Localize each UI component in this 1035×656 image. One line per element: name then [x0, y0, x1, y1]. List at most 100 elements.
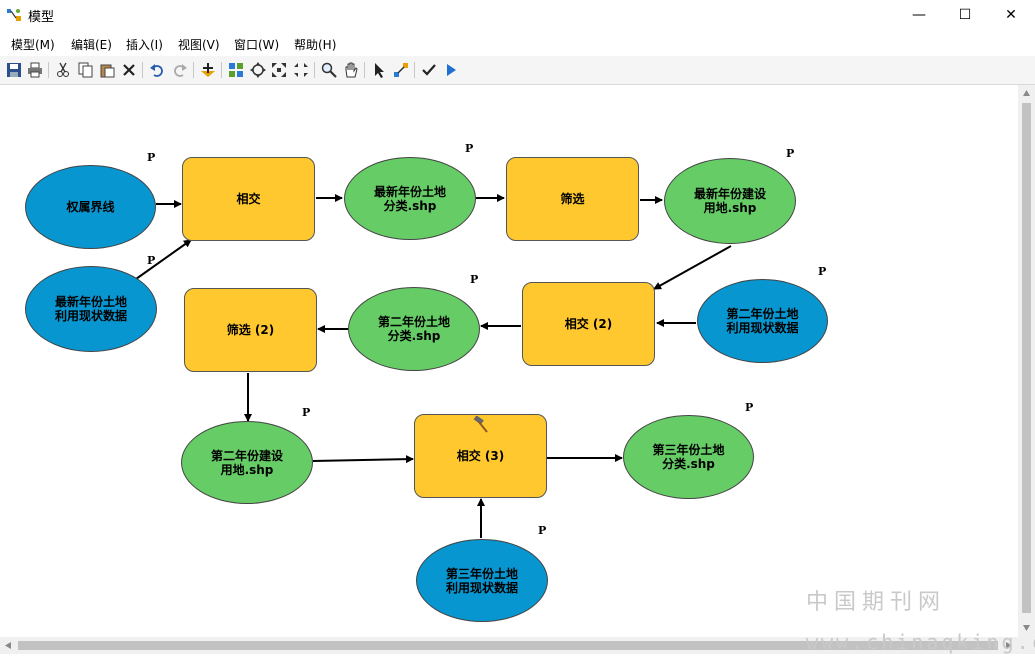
- menu-insert[interactable]: 插入(I): [126, 38, 163, 52]
- toolbar-separator: [48, 62, 49, 78]
- maximize-icon: ☐: [958, 7, 972, 23]
- output-node-latest-landclass[interactable]: 最新年份土地 分类.shp: [344, 157, 476, 240]
- menu-model[interactable]: 模型(M): [11, 38, 55, 52]
- connect-icon: [394, 63, 408, 77]
- title-bar: 模型 — ☐ ✕: [0, 0, 1035, 30]
- full-extent-button[interactable]: [249, 61, 267, 79]
- input-node-boundary[interactable]: 权属界线: [25, 165, 156, 249]
- add-data-button[interactable]: [199, 61, 217, 79]
- delete-button[interactable]: [120, 61, 138, 79]
- input-node-second-landuse[interactable]: 第二年份土地 利用现状数据: [697, 279, 828, 363]
- pan-icon: [345, 62, 358, 78]
- connector: [312, 455, 414, 464]
- validate-icon: [422, 64, 436, 76]
- parameter-marker: P: [147, 254, 156, 267]
- parameter-marker: P: [818, 265, 827, 278]
- model-canvas[interactable]: 权属界线 相交 最新年份土地 分类.shp 筛选 最新年份建设 用地.shp 最…: [0, 85, 1018, 637]
- output-node-third-landclass[interactable]: 第三年份土地 分类.shp: [623, 415, 754, 499]
- select-button[interactable]: [370, 61, 388, 79]
- output-node-latest-construction[interactable]: 最新年份建设 用地.shp: [664, 158, 796, 244]
- scroll-left-icon: [5, 642, 11, 649]
- output-node-second-landclass[interactable]: 第二年份土地 分类.shp: [348, 287, 480, 371]
- close-icon: ✕: [1005, 7, 1017, 23]
- tool-node-intersect[interactable]: 相交: [182, 157, 315, 241]
- zoom-out-fixed-icon: [294, 63, 308, 77]
- fixed-zoom-in-button[interactable]: [270, 61, 288, 79]
- toolbar-separator: [193, 62, 194, 78]
- parameter-marker: P: [302, 406, 311, 419]
- watermark-url: www.chinaqking.com: [806, 630, 1035, 654]
- scroll-down-icon: [1023, 625, 1030, 631]
- copy-icon: [78, 62, 93, 78]
- watermark-text: 中国期刊网: [806, 590, 947, 615]
- maximize-button[interactable]: ☐: [942, 0, 988, 30]
- horizontal-scrollbar[interactable]: [0, 637, 1018, 654]
- print-button[interactable]: [26, 61, 44, 79]
- parameter-marker: P: [745, 401, 754, 414]
- redo-icon: [174, 64, 187, 77]
- minimize-button[interactable]: —: [896, 0, 942, 30]
- vertical-scrollbar[interactable]: [1018, 85, 1035, 637]
- menu-help[interactable]: 帮助(H): [294, 38, 337, 52]
- window-title: 模型: [28, 10, 55, 25]
- fixed-zoom-out-button[interactable]: [292, 61, 310, 79]
- redo-button[interactable]: [171, 61, 189, 79]
- input-node-third-landuse[interactable]: 第三年份土地 利用现状数据: [416, 539, 548, 622]
- delete-icon: [123, 64, 135, 76]
- tool-node-select[interactable]: 筛选: [506, 157, 639, 241]
- tool-node-intersect-3[interactable]: 相交 (3): [414, 414, 547, 498]
- parameter-marker: P: [147, 151, 156, 164]
- paste-icon: [100, 64, 115, 78]
- menu-view[interactable]: 视图(V): [178, 38, 220, 52]
- output-node-second-construction[interactable]: 第二年份建设 用地.shp: [181, 421, 313, 504]
- parameter-marker: P: [470, 273, 479, 286]
- toolbar-separator: [364, 62, 365, 78]
- menu-window[interactable]: 窗口(W): [234, 38, 280, 52]
- paste-button[interactable]: [98, 61, 116, 79]
- zoom-icon: [321, 62, 337, 78]
- menu-bar: 模型(M) 编辑(E) 插入(I) 视图(V) 窗口(W) 帮助(H): [0, 32, 1035, 54]
- scrollbar-corner: [1018, 637, 1035, 654]
- connectors: [135, 194, 732, 538]
- menu-edit[interactable]: 编辑(E): [71, 38, 112, 52]
- copy-button[interactable]: [77, 61, 95, 79]
- connect-button[interactable]: [392, 61, 410, 79]
- zoom-button[interactable]: [320, 61, 338, 79]
- parameter-marker: P: [465, 142, 474, 155]
- vertical-scroll-thumb[interactable]: [1022, 103, 1031, 613]
- toolbar-separator: [142, 62, 143, 78]
- toolbar-separator: [314, 62, 315, 78]
- toolbar-separator: [221, 62, 222, 78]
- connector: [135, 239, 192, 280]
- auto-layout-button[interactable]: [227, 61, 245, 79]
- hammer-icon: [473, 416, 488, 433]
- tool-node-intersect-2[interactable]: 相交 (2): [522, 282, 655, 366]
- scroll-up-icon: [1023, 90, 1030, 96]
- add-data-icon: [201, 63, 215, 77]
- connector: [653, 245, 732, 290]
- zoom-in-fixed-icon: [272, 63, 286, 77]
- save-icon: [7, 63, 21, 77]
- save-button[interactable]: [5, 61, 23, 79]
- validate-button[interactable]: [420, 61, 438, 79]
- close-button[interactable]: ✕: [988, 0, 1034, 30]
- select-icon: [375, 63, 384, 78]
- horizontal-scroll-thumb[interactable]: [18, 641, 998, 650]
- model-app-icon: [7, 9, 21, 21]
- run-button[interactable]: [442, 61, 460, 79]
- tool-node-select-2[interactable]: 筛选 (2): [184, 288, 317, 372]
- scroll-right-icon: [1006, 642, 1012, 649]
- cut-button[interactable]: [54, 61, 72, 79]
- pan-button[interactable]: [342, 61, 360, 79]
- input-node-latest-landuse[interactable]: 最新年份土地 利用现状数据: [25, 266, 157, 352]
- undo-button[interactable]: [148, 61, 166, 79]
- run-icon: [447, 64, 456, 76]
- parameter-marker: P: [786, 147, 795, 160]
- print-icon: [28, 62, 42, 78]
- parameter-marker: P: [538, 524, 547, 537]
- minimize-icon: —: [912, 7, 926, 23]
- undo-icon: [150, 64, 163, 77]
- toolbar-separator: [414, 62, 415, 78]
- cut-icon: [57, 62, 69, 77]
- auto-layout-icon: [229, 63, 243, 77]
